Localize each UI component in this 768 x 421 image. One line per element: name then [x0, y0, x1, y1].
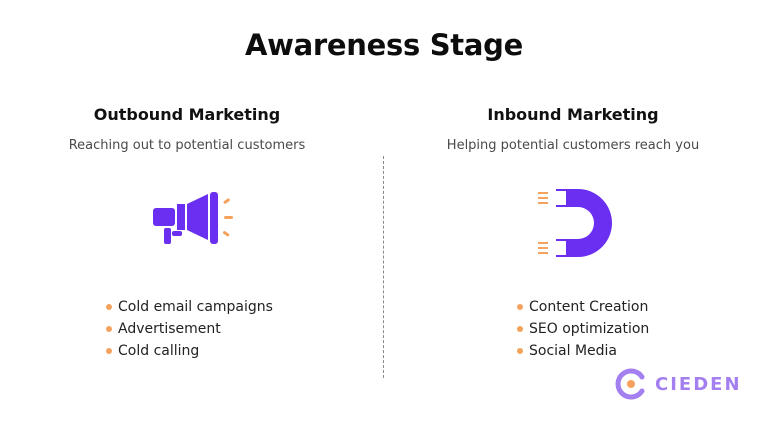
list-item-label: Advertisement — [118, 321, 221, 337]
inbound-title: Inbound Marketing — [487, 105, 659, 124]
magnet-icon — [538, 189, 612, 257]
list-item: Cold calling — [106, 340, 273, 362]
bullet-dot — [106, 348, 112, 354]
list-item: Cold email campaigns — [106, 296, 273, 318]
column-divider — [383, 156, 384, 378]
list-item-label: Cold calling — [118, 343, 200, 359]
logo-text: CIEDEN — [655, 373, 742, 395]
bullet-dot — [106, 326, 112, 332]
outbound-list: Cold email campaigns Advertisement Cold … — [106, 296, 273, 362]
list-item: Advertisement — [106, 318, 273, 340]
cieden-logo: CIEDEN — [615, 368, 742, 400]
list-item-label: Social Media — [529, 343, 618, 359]
list-item-label: SEO optimization — [529, 321, 650, 337]
bullet-dot — [517, 326, 523, 332]
inbound-subtitle: Helping potential customers reach you — [446, 138, 700, 153]
bullet-dot — [106, 304, 112, 310]
cieden-c-icon — [615, 368, 645, 400]
outbound-title: Outbound Marketing — [93, 105, 281, 124]
list-item-label: Content Creation — [529, 299, 649, 315]
page-title: Awareness Stage — [245, 28, 523, 62]
bullet-dot — [517, 348, 523, 354]
outbound-subtitle: Reaching out to potential customers — [68, 138, 306, 153]
list-item-label: Cold email campaigns — [118, 299, 273, 315]
bullet-dot — [517, 304, 523, 310]
megaphone-icon — [153, 192, 233, 244]
list-item: Social Media — [517, 340, 649, 362]
inbound-list: Content Creation SEO optimization Social… — [517, 296, 649, 362]
list-item: Content Creation — [517, 296, 649, 318]
list-item: SEO optimization — [517, 318, 649, 340]
